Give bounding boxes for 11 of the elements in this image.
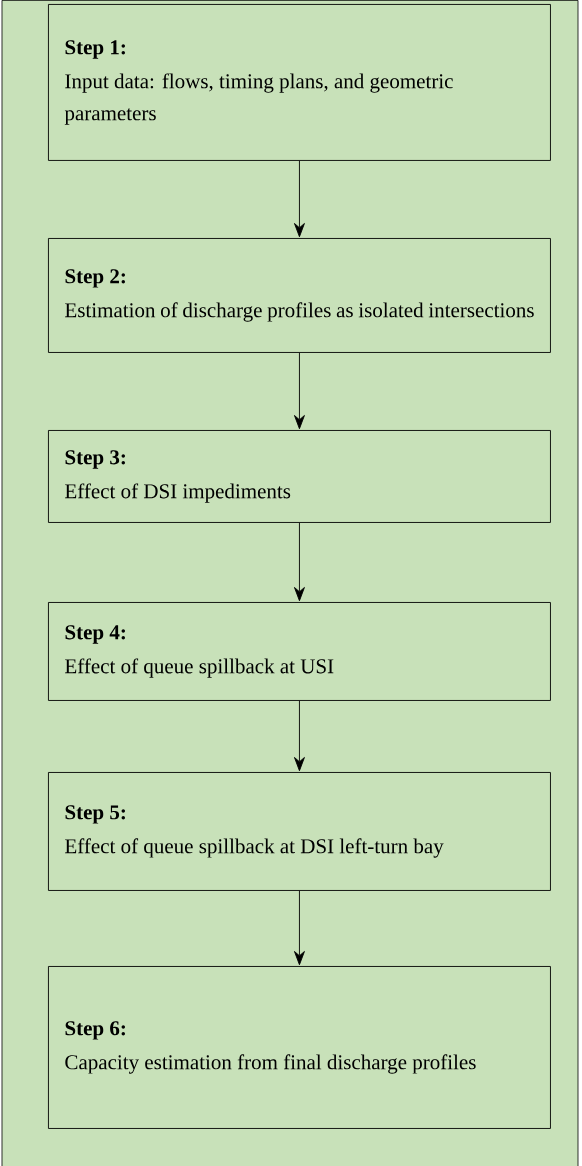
process-box: Step 6: Capacity estimation from final discharge profiles (48, 966, 551, 1129)
process-box: Step 5: Effect of queue spillback at DSI left-turn bay (48, 772, 551, 891)
arrow (294, 160, 305, 238)
process-box: Step 1: Input data: flows, timing plans, and geometric parameters (48, 4, 551, 161)
process-box: Step 4: Effect of queue spillback at USI (48, 602, 551, 701)
arrow (294, 522, 305, 602)
arrow (294, 890, 305, 966)
arrow (294, 700, 305, 772)
arrow (294, 352, 305, 430)
process-box: Step 2: Estimation of discharge profiles as isolated intersections (48, 238, 551, 353)
process-box: Step 3: Effect of DSI impediments (48, 430, 551, 523)
